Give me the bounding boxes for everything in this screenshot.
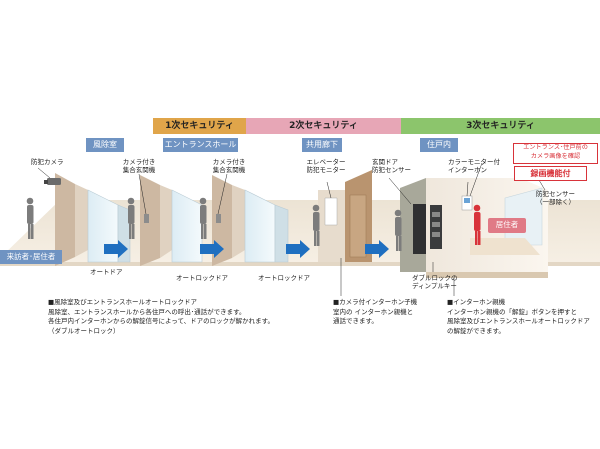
flow-arrow-4 <box>365 240 389 258</box>
entrance-intercom-label-2: カメラ付き 集合玄関機 <box>212 158 246 174</box>
description-autolock: ■風除室及びエントランスホールオートロックドア 風除室、エントランスホールから各… <box>48 298 275 335</box>
door-sensor-label: 玄関ドア 防犯センサー <box>372 158 411 174</box>
description-door-intercom: ■カメラ付インターホン子機 室内の インターホン親機と 通話できます。 <box>333 298 418 325</box>
flow-arrow-3 <box>286 240 310 258</box>
autolock-door-label-1: オートロックドア <box>176 274 228 282</box>
flow-arrows <box>104 240 389 258</box>
visitor-at-intercom-2 <box>199 197 207 239</box>
zone-vestibule: 風除室 <box>86 138 124 152</box>
zone-entrance-hall: エントランスホール <box>163 138 238 152</box>
entrance-intercom-label-1: カメラ付き 集合玄関機 <box>122 158 156 174</box>
leader-lines <box>37 162 546 296</box>
zone-common-corridor: 共用廊下 <box>302 138 342 152</box>
auto-door-label: オートドア <box>90 268 123 276</box>
autolock-door-label-2: オートロックドア <box>258 274 310 282</box>
security-band-3: 3次セキュリティ <box>401 118 600 134</box>
resident-tag: 居住者 <box>488 218 526 233</box>
security-camera <box>44 178 61 185</box>
window-sensor-label: 防犯センサー （一部除く） <box>536 190 575 206</box>
visitor-at-intercom-1 <box>127 197 135 239</box>
entrance-intercom-panel-1 <box>144 214 149 223</box>
description-master-intercom: ■インターホン親機 インターホン親機の「解錠」ボタンを押すと 風除室及びエントラ… <box>447 298 590 335</box>
visitor-tag: 来訪者･居住者 <box>0 250 62 264</box>
visitor-figure <box>26 197 34 239</box>
visitor-at-elevator <box>312 204 320 246</box>
resident-figure <box>473 204 481 245</box>
elevator-monitor-label: エレベーター 防犯モニター <box>306 158 346 174</box>
elevator-door <box>349 194 367 258</box>
double-lock-label: ダブルロックの ディンプルキー <box>412 274 458 290</box>
flow-arrow-2 <box>200 240 224 258</box>
recording-function-badge: 録画機能付 <box>514 166 587 181</box>
camera-confirm-callout: エントランス･住戸前の カメラ画像を確認 <box>513 143 598 164</box>
zone-unit-interior: 住戸内 <box>420 138 458 152</box>
unit-door <box>413 204 426 254</box>
visitor-at-door <box>394 209 402 251</box>
color-monitor-label: カラーモニター付 インターホン <box>448 158 500 174</box>
camera-label: 防犯カメラ <box>31 158 64 166</box>
entrance-intercom-panel-2 <box>216 214 221 223</box>
elevator-monitor <box>324 197 338 226</box>
security-band-1: 1次セキュリティ <box>153 118 246 134</box>
flow-arrow-1 <box>104 240 128 258</box>
vestibule-wall <box>55 173 88 266</box>
security-band-2: 2次セキュリティ <box>246 118 401 134</box>
